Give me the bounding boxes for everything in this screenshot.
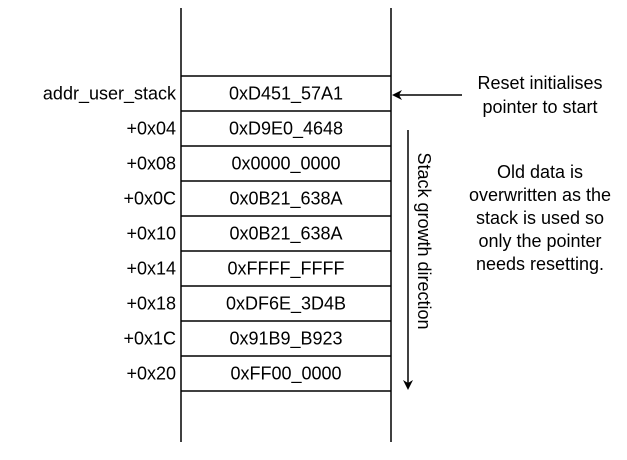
stack-cell-value: 0x91B9_B923 [229, 329, 342, 350]
offset-label: +0x10 [126, 224, 176, 244]
stack-base-label: addr_user_stack [43, 84, 177, 105]
offset-label: +0x04 [126, 119, 176, 139]
old-data-note-line-5: needs resetting. [476, 254, 604, 274]
old-data-note-line-1: Old data is [497, 162, 583, 182]
reset-note-line-1: Reset initialises [477, 73, 602, 93]
old-data-note-line-3: stack is used so [476, 208, 604, 228]
stack-cell-value: 0x0B21_638A [229, 189, 342, 210]
offset-label: +0x18 [126, 294, 176, 314]
stack-rows: 0xD451_57A1 addr_user_stack 0xD9E0_4648 +0x… [43, 75, 391, 392]
offset-label: +0x14 [126, 259, 176, 279]
offset-label: +0x0C [123, 189, 176, 209]
reset-note-line-2: pointer to start [482, 97, 597, 117]
stack-cell-value: 0x0B21_638A [229, 224, 342, 245]
stack-cell-value: 0x0000_0000 [231, 154, 340, 175]
old-data-note-line-2: overwritten as the [469, 185, 611, 205]
growth-direction-label: Stack growth direction [414, 152, 434, 329]
stack-cell-value: 0xD9E0_4648 [229, 119, 343, 140]
offset-label: +0x20 [126, 364, 176, 384]
offset-label: +0x08 [126, 154, 176, 174]
old-data-note-line-4: only the pointer [478, 231, 601, 251]
stack-cell-value: 0xDF6E_3D4B [226, 294, 346, 315]
stack-cell-value: 0xFF00_0000 [230, 364, 341, 385]
stack-cell-value: 0xD451_57A1 [229, 84, 343, 105]
stack-cell-value: 0xFFFF_FFFF [228, 259, 345, 280]
offset-label: +0x1C [123, 329, 176, 349]
